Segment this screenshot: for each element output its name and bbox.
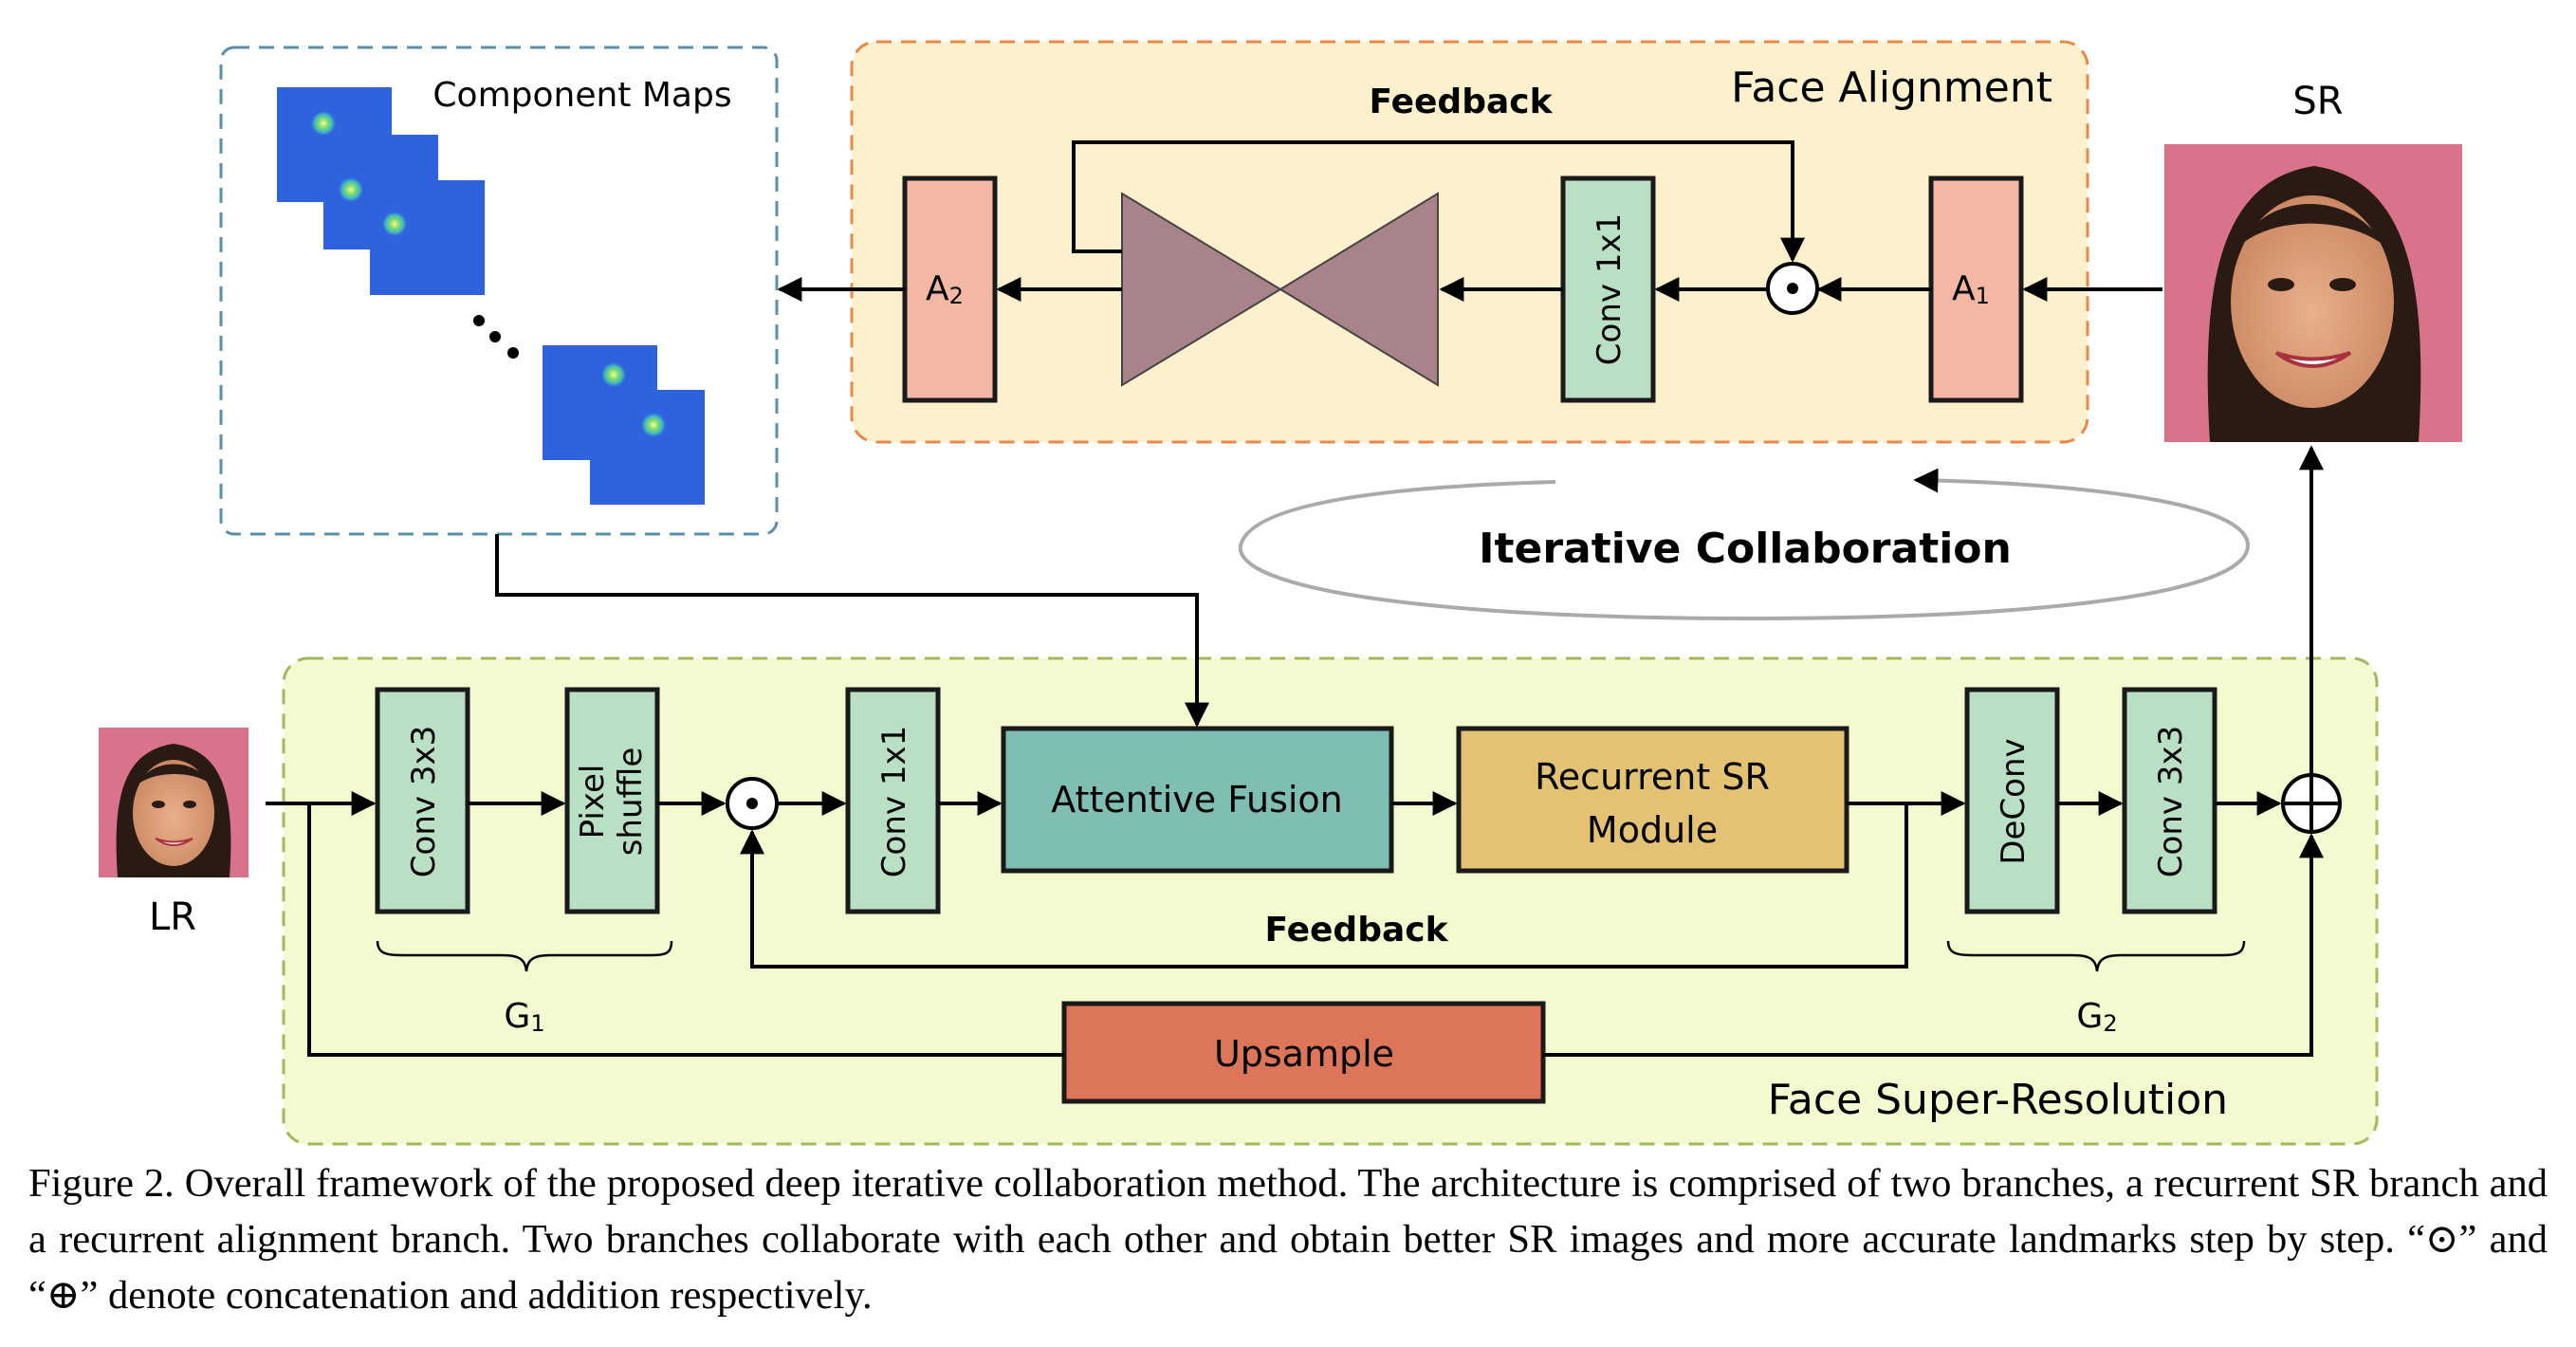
sr-branch-box xyxy=(282,656,2379,1146)
a1-block xyxy=(1928,175,2024,403)
hourglass-right xyxy=(1279,192,1439,387)
component-maps-panel: Component Maps xyxy=(219,46,779,536)
sr-face-eye-left xyxy=(2268,278,2294,291)
g1-label: G1 xyxy=(504,997,544,1037)
heatmap-spot-4 xyxy=(600,361,627,388)
alignment-feedback-label: Feedback xyxy=(1369,83,1553,121)
upsample-label: Upsample xyxy=(1214,1033,1394,1075)
attentive-fusion-label: Attentive Fusion xyxy=(1051,779,1343,821)
ellipsis-dot-2 xyxy=(489,331,501,342)
sr-face-bangs xyxy=(2238,204,2385,247)
lr-face-bangs xyxy=(137,764,212,785)
pixel-shuffle-label-2: shuffle xyxy=(612,747,650,857)
g2-brace xyxy=(1946,940,2246,972)
iterative-label: Iterative Collaboration xyxy=(1479,525,2012,573)
arrow-maps-to-fusion xyxy=(495,534,1209,728)
lr-label: LR xyxy=(149,895,196,939)
sr-feedback-arrow xyxy=(740,803,1908,969)
sr-conv1x1-label: Conv 1x1 xyxy=(875,726,913,877)
sr-conv3x3-block xyxy=(375,687,470,914)
recurrent-sr-label-1: Recurrent SR xyxy=(1535,756,1770,798)
sr-conv3x3-block-2 xyxy=(2122,687,2217,914)
lr-face-eye-left xyxy=(152,801,165,808)
a1-label: A1 xyxy=(1952,269,1990,309)
ellipsis-dot-3 xyxy=(507,347,519,359)
sr-face-eye-right xyxy=(2329,278,2356,291)
lr-face-eye-right xyxy=(183,801,196,808)
lr-face-skin xyxy=(133,760,214,866)
heatmap-spot-1 xyxy=(310,110,337,137)
heatmap-5 xyxy=(590,390,705,505)
lr-face-image: LR xyxy=(99,728,248,939)
alignment-feedback-arrow xyxy=(1072,140,1805,263)
sr-face-smile xyxy=(2274,351,2352,368)
recurrent-sr-module-block xyxy=(1456,726,1849,874)
a2-label: A2 xyxy=(926,269,964,309)
deconv-block xyxy=(1964,687,2060,914)
lr-face-smile xyxy=(155,838,193,846)
face-super-resolution-branch: Face Super-Resolution Conv 3x3 Pixel shu… xyxy=(266,445,2379,1146)
sr-branch-title: Face Super-Resolution xyxy=(1768,1076,2228,1124)
pixel-shuffle-label-1: Pixel xyxy=(574,765,612,840)
heatmap-spot-3 xyxy=(381,211,408,237)
heatmap-spot-5 xyxy=(640,412,667,438)
heatmap-spot-2 xyxy=(338,176,364,203)
upsample-block xyxy=(1061,1001,1546,1104)
sr-face-skin xyxy=(2231,195,2394,408)
sr-conv1x1-block xyxy=(845,687,941,914)
alignment-conv-block xyxy=(1560,175,1656,403)
g2-label: G2 xyxy=(2076,997,2117,1037)
alignment-conv-label: Conv 1x1 xyxy=(1591,213,1628,365)
arrow-upsample-to-add xyxy=(1543,833,2324,1057)
sr-label: SR xyxy=(2292,80,2343,123)
iterative-cycle-arrow xyxy=(1238,468,2251,621)
sr-feedback-label: Feedback xyxy=(1264,911,1448,950)
concat-dot-icon xyxy=(1787,283,1798,294)
component-maps-title: Component Maps xyxy=(432,76,731,115)
concat-dot-icon xyxy=(746,798,758,809)
iterative-collaboration: Iterative Collaboration xyxy=(1238,468,2251,621)
skip-to-upsample xyxy=(307,803,1064,1057)
sr-conv3x3-label: Conv 3x3 xyxy=(405,726,443,877)
figure-caption: Figure 2. Overall framework of the propo… xyxy=(28,1161,2548,1318)
sr-conv3x3-label-2: Conv 3x3 xyxy=(2152,726,2190,877)
deconv-label: DeConv xyxy=(1995,738,2033,864)
alignment-title: Face Alignment xyxy=(1731,64,2052,112)
face-alignment-branch: Face Alignment Feedback A1 Conv 1x1 A2 xyxy=(777,40,2162,444)
g1-brace xyxy=(376,940,673,972)
recurrent-sr-label-2: Module xyxy=(1587,809,1718,851)
pixel-shuffle-block xyxy=(564,687,660,914)
sr-face-image: SR xyxy=(2164,80,2462,442)
attentive-fusion-block xyxy=(1001,726,1394,874)
heatmap-3 xyxy=(370,180,485,295)
ellipsis-dot-1 xyxy=(473,315,485,326)
